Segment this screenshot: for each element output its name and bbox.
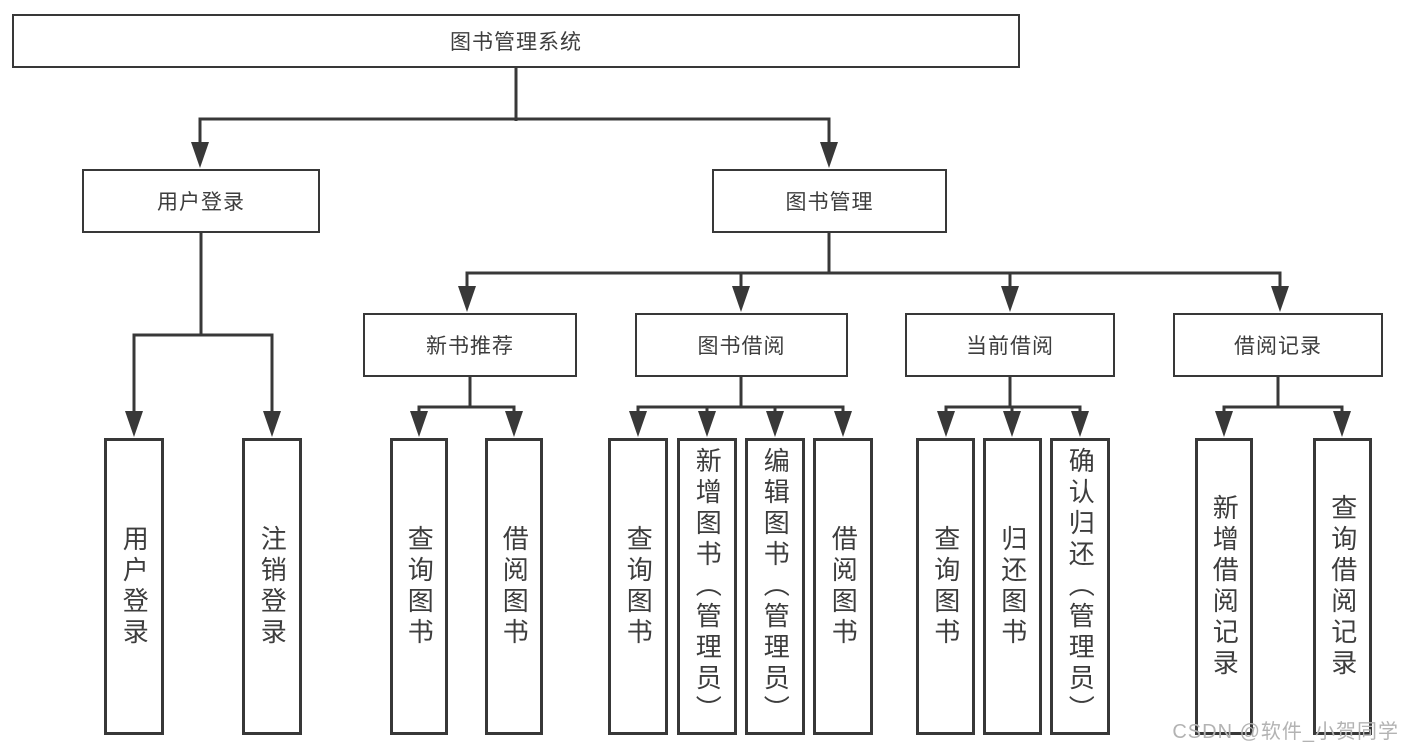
node-label: 新增借阅记录 [1209, 493, 1240, 680]
node-label: 查询图书 [623, 524, 654, 649]
node-leaf-query-books-recommend: 查询图书 [390, 438, 448, 735]
node-label: 图书管理 [785, 191, 874, 214]
node-user-login: 用户登录 [82, 169, 320, 233]
node-label: 编辑图书（管理员） [760, 447, 791, 726]
node-book-borrowing: 图书借阅 [635, 313, 848, 377]
node-library-management-system: 图书管理系统 [12, 14, 1020, 68]
node-label: 查询借阅记录 [1327, 493, 1358, 680]
node-label: 新增图书（管理员） [692, 447, 723, 726]
node-leaf-logout: 注销登录 [242, 438, 302, 735]
node-label: 当前借阅 [966, 335, 1054, 358]
node-label: 图书管理系统 [450, 31, 582, 54]
node-leaf-add-book-admin: 新增图书（管理员） [677, 438, 737, 735]
node-leaf-edit-book-admin: 编辑图书（管理员） [745, 438, 805, 735]
node-label: 借阅图书 [828, 524, 859, 649]
node-label: 图书借阅 [697, 335, 786, 358]
node-leaf-add-borrow-record: 新增借阅记录 [1195, 438, 1253, 735]
node-new-book-recommendation: 新书推荐 [363, 313, 577, 377]
node-leaf-confirm-return-admin: 确认归还（管理员） [1050, 438, 1110, 735]
node-leaf-return-books: 归还图书 [983, 438, 1042, 735]
node-leaf-user-login: 用户登录 [104, 438, 164, 735]
node-leaf-query-borrow-record: 查询借阅记录 [1313, 438, 1372, 735]
node-leaf-query-books-borrow: 查询图书 [608, 438, 668, 735]
node-label: 查询图书 [930, 524, 961, 649]
node-label: 注销登录 [257, 524, 288, 649]
node-leaf-query-books-current: 查询图书 [916, 438, 975, 735]
node-label: 查询图书 [404, 524, 435, 649]
node-leaf-borrow-books-recommend: 借阅图书 [485, 438, 543, 735]
node-label: 归还图书 [997, 524, 1028, 649]
node-label: 用户登录 [119, 524, 150, 649]
node-current-borrowing: 当前借阅 [905, 313, 1115, 377]
node-leaf-borrow-books: 借阅图书 [813, 438, 873, 735]
node-label: 借阅记录 [1234, 335, 1322, 358]
node-borrowing-records: 借阅记录 [1173, 313, 1383, 377]
node-label: 新书推荐 [426, 335, 514, 358]
node-label: 确认归还（管理员） [1065, 447, 1096, 726]
node-label: 用户登录 [157, 191, 245, 214]
node-book-management: 图书管理 [712, 169, 947, 233]
node-label: 借阅图书 [499, 524, 530, 649]
